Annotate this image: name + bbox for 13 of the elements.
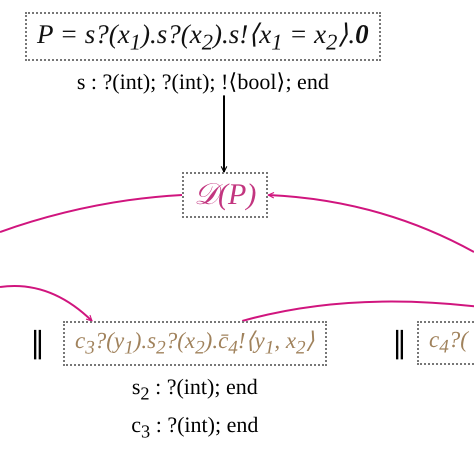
session-type: s : ?(int); ?(int); !⟨bool⟩; end bbox=[76, 69, 329, 96]
parallel-operator: ∥ bbox=[30, 326, 45, 361]
parallel-operator: ∥ bbox=[392, 326, 407, 361]
process-term-box: c$_{4}$?( bbox=[417, 321, 474, 365]
arrow bbox=[0, 285, 93, 322]
process-term-box: 𝒟(P) bbox=[182, 172, 268, 218]
arrow bbox=[220, 95, 228, 173]
session-type: s$_{2}$ : ?(int); end bbox=[132, 374, 258, 404]
process-term-box: P = s?(x$_{1}$).s?(x$_{2}$).s!⟨x$_{1}$ = x$_{2}$⟩.0 bbox=[25, 12, 381, 62]
arrow bbox=[242, 300, 474, 324]
process-term-box: c$_{3}$?(y$_{1}$).s$_{2}$?(x$_{2}$).c̄$_{4}$!⟨y$_{1}$, x$_{2}$⟩ bbox=[63, 321, 327, 366]
arrow bbox=[268, 192, 474, 253]
session-type: c$_{3}$ : ?(int); end bbox=[131, 412, 258, 442]
